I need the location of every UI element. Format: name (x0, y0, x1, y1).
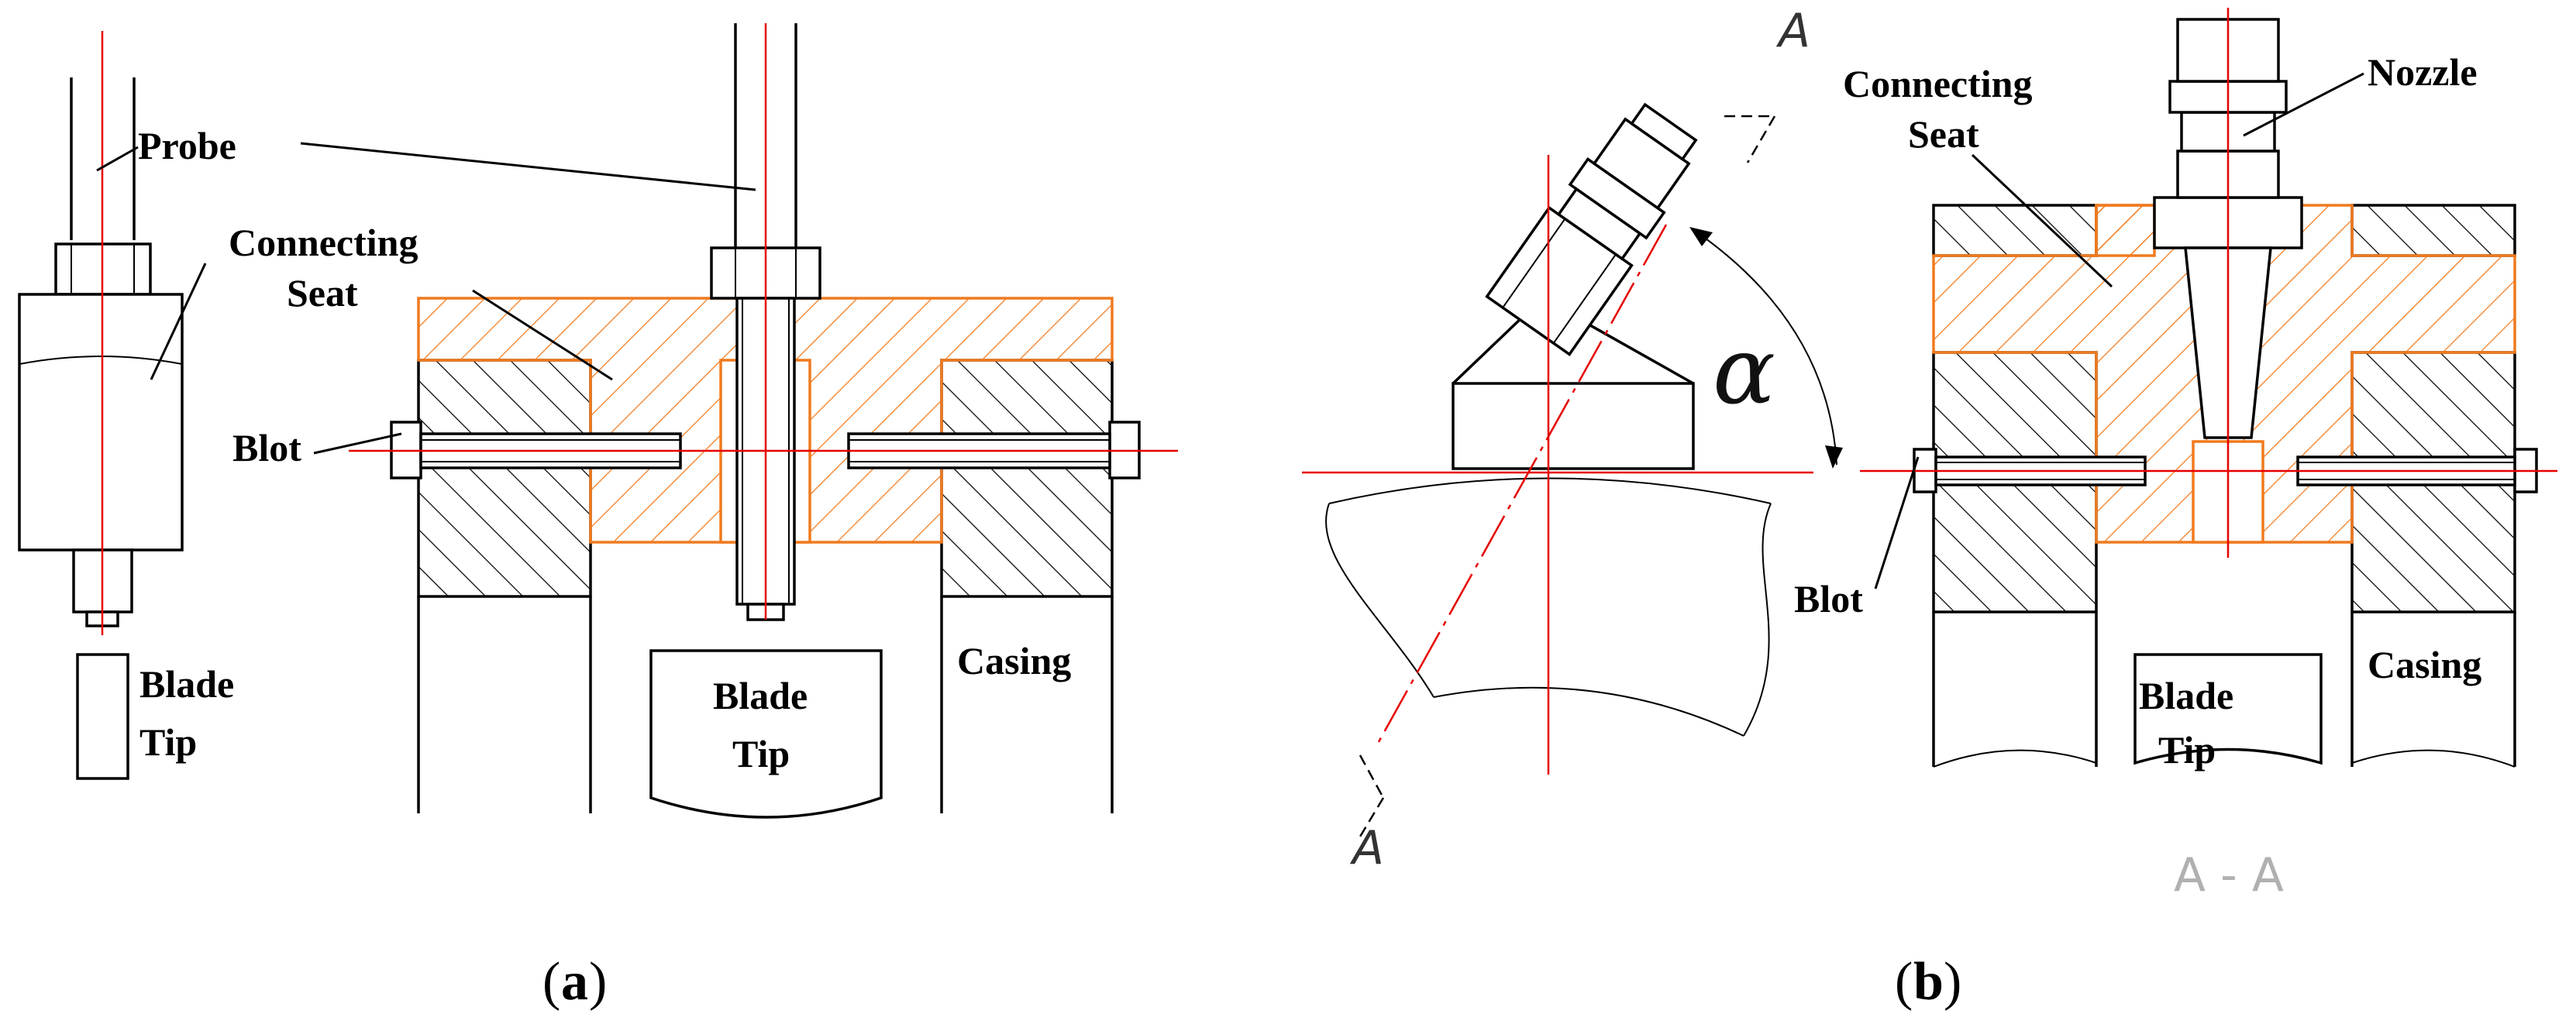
label-casing-b: Casing (2368, 643, 2481, 686)
label-connecting-seat-b-line2: Seat (1908, 112, 1979, 156)
caption-a-letter: a (561, 952, 588, 1012)
leader-probe-main (300, 142, 756, 191)
label-blot-a: Blot (232, 426, 301, 469)
label-blade-tip-b-2: Tip (2158, 728, 2216, 772)
casing-curved (1325, 477, 1772, 737)
label-connecting-seat-line1: Connecting (229, 221, 418, 264)
casing-left (417, 359, 592, 813)
panel-b: α A A (1302, 4, 2557, 1012)
label-blade-tip-b-1: Blade (2139, 674, 2233, 717)
leader-blot-b (1874, 456, 1920, 589)
leader-connecting-small (150, 263, 207, 380)
caption-b-letter: b (1913, 952, 1944, 1012)
leader-nozzle (2243, 72, 2364, 137)
label-connecting-seat-b-line1: Connecting (1843, 62, 2032, 105)
section-mark-top: A (1775, 4, 1810, 58)
casing-right (940, 359, 1114, 813)
leader-probe-small (96, 146, 139, 172)
probe-side-view (18, 31, 184, 780)
label-blade-tip-2: Tip (732, 732, 790, 775)
label-blade-tip-small-2: Tip (139, 720, 197, 764)
label-blot-b: Blot (1794, 577, 1863, 620)
seat-block-b (1452, 382, 1695, 470)
label-casing-a: Casing (957, 639, 1071, 682)
label-alpha: α (1713, 318, 1775, 425)
inclined-nozzle (1485, 102, 1698, 356)
label-probe: Probe (138, 124, 236, 167)
label-nozzle: Nozzle (2368, 50, 2478, 94)
leader-connecting-main (472, 289, 613, 381)
leader-blot-a (313, 432, 402, 455)
caption-a-close: ) (589, 952, 607, 1012)
section-mark-bottom: A (1349, 821, 1384, 875)
panel-a: Probe Connecting Seat Blot Blade Tip Bla… (18, 23, 1178, 1012)
caption-a-open: ( (542, 952, 560, 1012)
section-view-aa (1860, 8, 2557, 768)
label-connecting-seat-line2: Seat (287, 271, 358, 314)
label-blade-tip-1: Blade (713, 674, 808, 717)
blade-tip-a (649, 649, 883, 819)
leader-connecting-b (1971, 153, 2113, 288)
label-blade-tip-small-1: Blade (139, 662, 234, 706)
caption-b-close: ) (1944, 952, 1961, 1012)
alpha-arc (1696, 232, 1837, 466)
section-title-aa: A - A (2174, 848, 2284, 902)
caption-b-open: ( (1895, 952, 1913, 1012)
